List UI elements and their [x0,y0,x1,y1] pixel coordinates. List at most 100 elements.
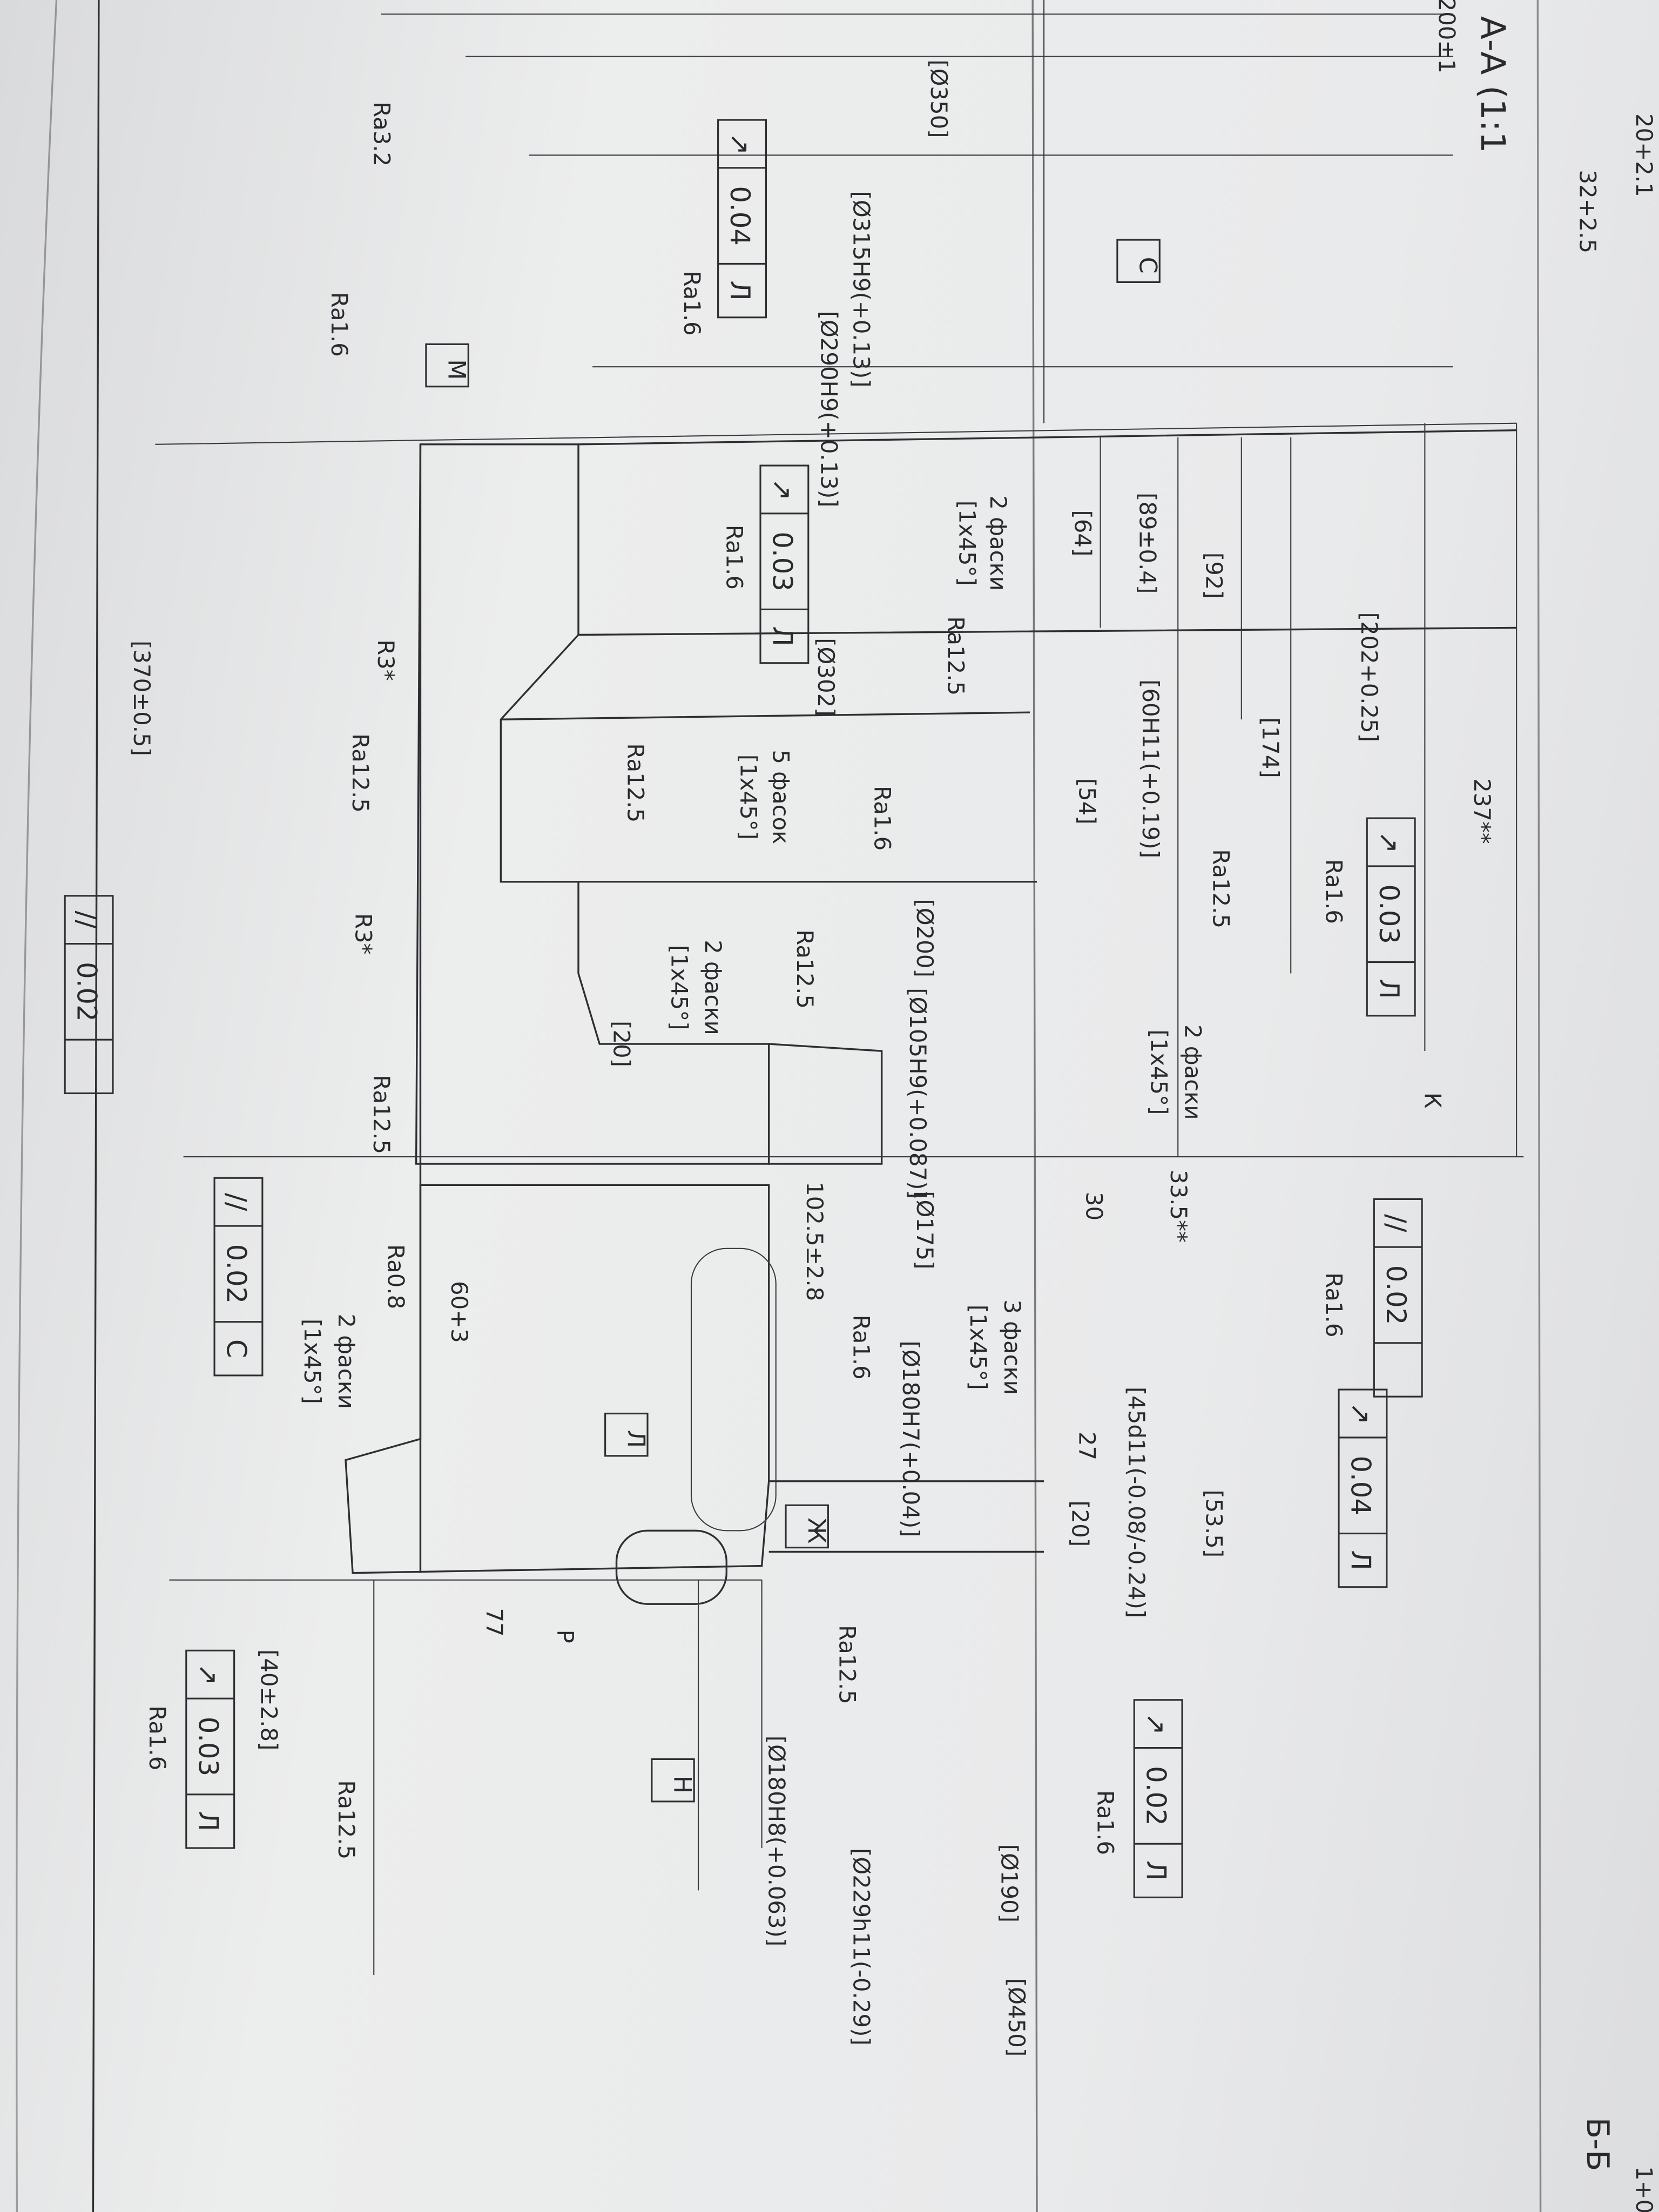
dimension-label: [Ø302] [813,638,839,716]
tolerance-frame: ↗0.02Л [1133,1699,1183,1899]
dimension-label: [Ø315H9(+0.13)] [848,191,874,388]
dimension-label: [92] [1201,552,1227,599]
dimension-label: [89±0.4] [1135,493,1161,594]
dimension-label: Ra12.5 [347,733,374,813]
dimension-label: R3* [350,913,376,955]
dimension-label: [20] [1067,1500,1093,1547]
dimension-label: [64] [1070,510,1096,557]
tolerance-frames: //0.02↗0.04Л↗0.03Л↗0.03Л//0.02С//0.02↗0.… [64,119,1423,1899]
dimension-label: [54] [1074,778,1100,825]
dimension-label: Ra3.2 [368,102,395,166]
dimension-label: 32+2.5 [1575,170,1601,254]
dimension-label: [1x45°] [1146,1029,1172,1115]
frame-datum: Л [1141,1860,1172,1880]
dimension-label: 77 [481,1608,508,1636]
dimension-label: R3* [373,639,399,681]
frame-symbol: ↗ [724,133,756,156]
datum-box [785,1504,829,1549]
frame-symbol: ↗ [192,1663,224,1686]
dimension-label: Н [669,1776,696,1793]
tolerance-frame: ↗0.03Л [185,1649,235,1849]
dimension-label: 2 фаски [1179,1024,1206,1120]
frame-datum: Л [724,280,756,300]
datum-box [425,343,469,388]
frame-symbol: ↗ [1141,1712,1172,1735]
dimension-label: [53.5] [1201,1489,1227,1557]
border-lines [15,0,1542,2212]
dimension-label: 2 фаски [333,1314,360,1410]
dimension-label: 1+0.5 [1631,2166,1657,2212]
dimension-label: [20] [608,1021,635,1067]
dimension-label: Ra12.5 [942,616,969,696]
tolerance-frame: ↗0.04Л [717,119,767,319]
dimension-label: Р [552,1630,578,1643]
dimension-label: 5 фасок [768,750,794,844]
dimension-label: Ra1.6 [144,1705,171,1770]
tolerance-frame: ↗ 0.04Л [1338,1388,1388,1588]
dimension-label: 102.5±2.8 [801,1182,828,1301]
dimension-label: [40±2.8] [255,1649,282,1750]
dimension-label: [1x45°] [666,945,692,1030]
dimension-label: Ra1.6 [1092,1790,1118,1855]
dimension-label: М [443,359,470,380]
frame-value: 0.03 [1373,884,1405,944]
frame-datum: Л [1373,979,1405,999]
dimension-label: [Ø180H8(+0.063)] [764,1736,790,1946]
frame-symbol: ↗ [767,478,798,501]
dimension-label: Ra1.6 [721,525,747,590]
dimension-label: Ra12.5 [333,1780,360,1859]
frame-value: 0.02 [221,1244,252,1304]
section-title: Б-Б [1580,2117,1616,2171]
frame-value: 0.03 [767,531,798,591]
frame-datum: Л [767,626,798,646]
frame-value: 0.02 [1380,1265,1412,1325]
tolerance-frame: // 0.02 [64,895,114,1095]
dimension-label: [1x45°] [954,501,980,586]
dimension-label: [370±0.5] [129,640,155,756]
dimension-label: [Ø105H9(+0.087)] [905,988,931,1198]
dimension-label: 27 [1074,1432,1100,1460]
dimension-label: Ra0.8 [382,1244,409,1309]
dimension-label: К [1419,1092,1446,1109]
frame-value: 0.04 [1345,1455,1377,1515]
frame-symbol: ↗ [1345,1402,1377,1425]
frame-datum: С [221,1339,252,1358]
dimension-label: [1x45°] [965,1305,992,1390]
dimension-label: С [1134,257,1162,274]
dimension-label: 237** [1469,778,1495,844]
dimension-label: [1x45°] [735,754,761,840]
dimension-label: Ra1.6 [326,292,353,357]
datum-box [1116,239,1161,284]
dimension-label: [Ø175] [912,1191,938,1269]
dimension-label: Ra12.5 [834,1625,860,1704]
dimension-label: [202+0.25] [1356,612,1382,742]
dimension-label: [Ø180H7(+0.04)] [898,1341,924,1537]
frame-datum: Л [1345,1550,1377,1570]
frame-value: 0.02 [71,962,103,1022]
dimension-label: Ж [802,1518,830,1543]
section-title: А-А (1:1 [1473,16,1513,153]
dimension-label: [Ø190] [996,1844,1023,1923]
dimension-label: [60H11(+0.19)] [1137,679,1164,858]
dimension-label: [174] [1257,717,1284,778]
dimension-label: [Ø450] [1003,1978,1030,2056]
tolerance-frame: ↗0.03Л [1366,817,1416,1017]
datum-box [651,1758,695,1803]
frame-symbol: // [71,911,103,929]
tolerance-frame: //0.02С [213,1177,264,1377]
dimension-label: [Ø200] [912,899,938,977]
dimension-label: Ra1.6 [848,1315,874,1380]
dimension-label: Ra12.5 [368,1075,395,1154]
dimension-label: Ra1.6 [869,786,896,851]
dimension-label: 200±1 [1433,0,1460,73]
dimension-label: Ra12.5 [792,929,818,1009]
frame-value: 0.03 [192,1717,224,1777]
dimension-label: Ra12.5 [1208,849,1235,928]
dimension-label: 3 фаски [999,1299,1026,1395]
frame-symbol: // [1380,1214,1412,1232]
dimension-label: Л [622,1430,649,1448]
dimension-label: 60+3 [446,1281,473,1343]
dimension-label: 20+2.1 [1631,113,1657,197]
dimension-label: Ra12.5 [622,743,649,822]
